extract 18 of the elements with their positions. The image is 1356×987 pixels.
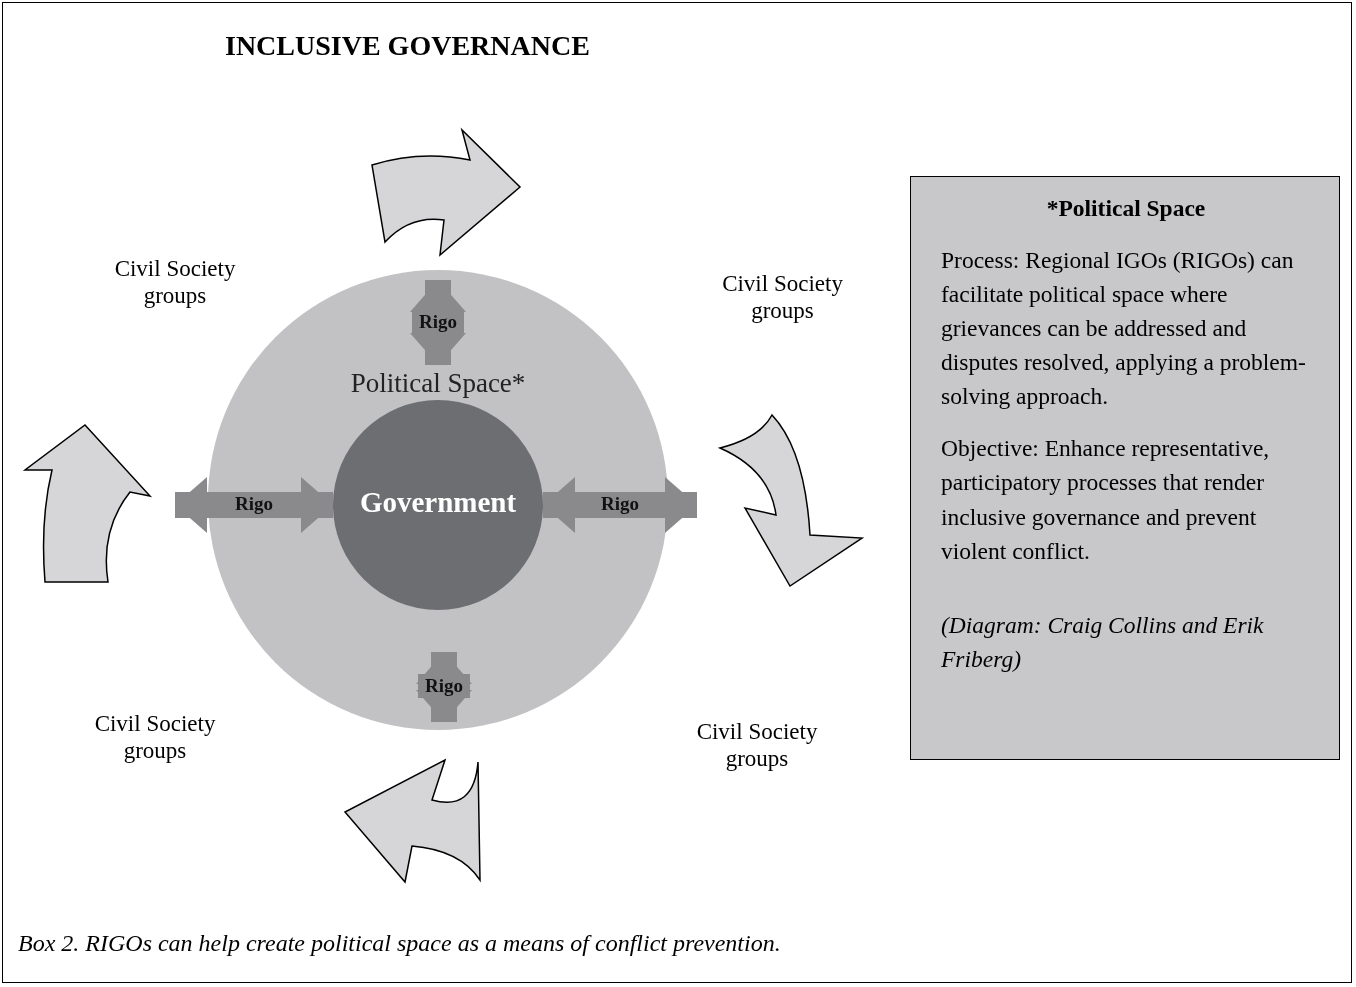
double-arrow: [543, 477, 697, 533]
node-label: Government: [358, 486, 518, 519]
group-label: Civil Society groups: [93, 710, 217, 765]
group-label: Civil Society groups: [113, 255, 237, 310]
edge-label: Rigo: [418, 674, 470, 698]
double-arrow: [410, 280, 466, 365]
paragraph: Process: Regional IGOs (RIGOs) can facilitate political space where grievances can be addressed and disputes resolved, applying a problem-solving approach.: [941, 246, 1307, 412]
double-arrow: [175, 477, 333, 533]
box-heading: *Political Space: [1045, 194, 1207, 223]
heading: INCLUSIVE GOVERNANCE: [225, 30, 590, 62]
group-label: Civil Society groups: [695, 718, 819, 773]
note-box: [910, 176, 1340, 760]
edge-label: Rigo: [412, 309, 464, 334]
paragraph: (Diagram: Craig Collins and Erik Friberg): [941, 610, 1265, 674]
group-label: Civil Society groups: [721, 270, 844, 325]
caption: Box 2. RIGOs can help create political space as a means of conflict prevention.: [18, 930, 781, 957]
paragraph: Objective: Enhance representative, participatory processes that render inclusive governance and prevent violent conflict.: [941, 434, 1271, 566]
node-label: Political Space*: [349, 368, 527, 399]
